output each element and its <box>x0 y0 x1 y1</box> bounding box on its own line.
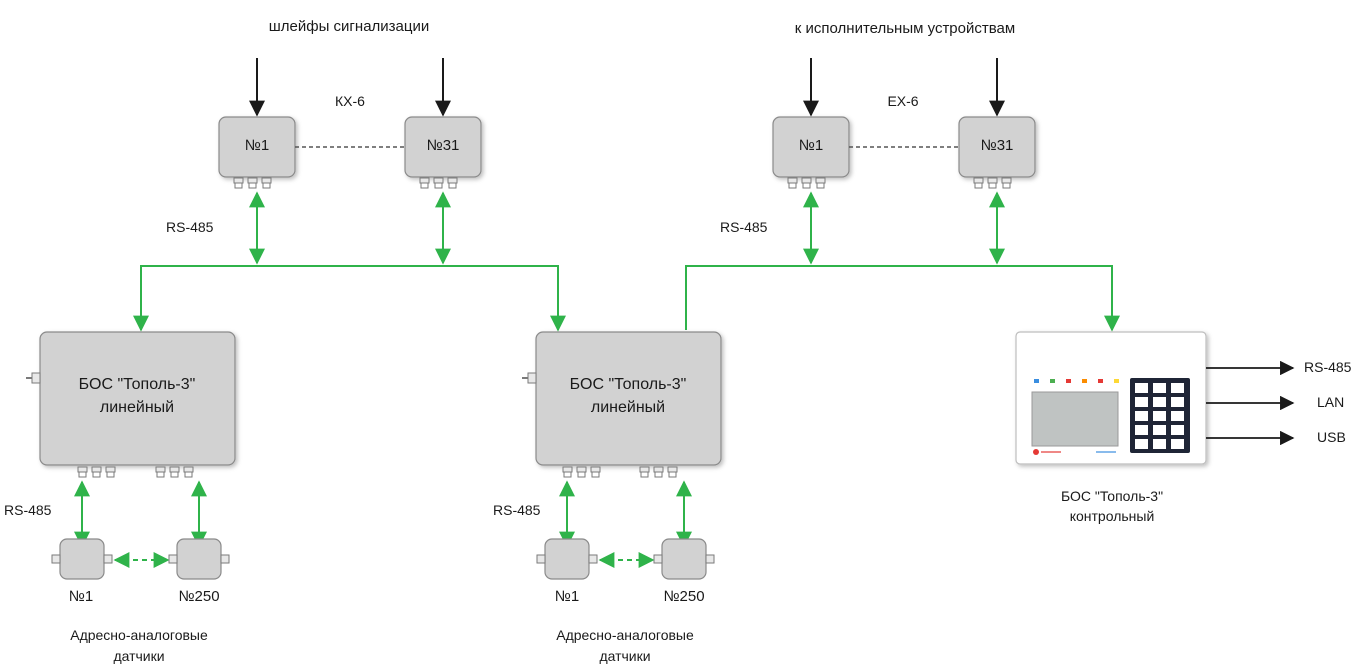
sensors-caption-left-1: Адресно-аналоговые <box>70 627 208 643</box>
indicator-leds <box>1034 379 1119 383</box>
rs485-bus-right <box>685 191 1120 332</box>
sensors-caption-middle-1: Адресно-аналоговые <box>556 627 694 643</box>
kx6-group <box>218 58 482 189</box>
ex6-module-31 <box>958 116 1036 178</box>
sensors-caption-left-2: датчики <box>113 648 165 664</box>
sensor-1 <box>536 538 598 580</box>
ex6-module-31-label: №31 <box>980 137 1014 154</box>
ex6-module-1-label: №1 <box>798 137 824 154</box>
kx6-module-31-label: №31 <box>426 137 460 154</box>
sensors-caption-middle-2: датчики <box>599 648 651 664</box>
rs485-label-top-right: RS-485 <box>720 219 768 235</box>
sensor-250-label: №250 <box>663 588 705 605</box>
bos-left-subtitle: линейный <box>99 399 175 416</box>
bos-control-caption-1: БОС "Тополь-3" <box>1060 488 1164 504</box>
bos-linear-middle <box>522 331 722 580</box>
kx6-module-31 <box>404 116 482 178</box>
keypad <box>1130 378 1190 453</box>
output-label-usb: USB <box>1317 429 1346 445</box>
bos-linear-left <box>26 331 236 580</box>
ex6-group <box>772 58 1036 189</box>
rs485-bus-left <box>133 191 566 332</box>
output-label-lan: LAN <box>1317 394 1345 410</box>
lcd-screen <box>1031 391 1119 447</box>
kx6-module-1-label: №1 <box>244 137 270 154</box>
bos-control-panel <box>1015 331 1295 465</box>
ex6-label: ЕХ-6 <box>887 93 919 109</box>
output-label-rs485: RS-485 <box>1304 359 1352 375</box>
rs485-label-left: RS-485 <box>4 502 52 518</box>
bos-left-title: БОС "Тополь-3" <box>78 376 196 393</box>
bos-middle-subtitle: линейный <box>590 399 666 416</box>
sensor-1 <box>51 538 113 580</box>
sensor-250 <box>168 538 230 580</box>
rs485-label-middle: RS-485 <box>493 502 541 518</box>
sensor-1-label: №1 <box>554 588 580 605</box>
sensor-250 <box>653 538 715 580</box>
sensor-1-label: №1 <box>68 588 94 605</box>
rs485-label-top-left: RS-485 <box>166 219 214 235</box>
bos-middle-title: БОС "Тополь-3" <box>569 376 687 393</box>
bos-control-caption-2: контрольный <box>1069 508 1155 524</box>
sensor-250-label: №250 <box>178 588 220 605</box>
kx6-label: КХ-6 <box>335 93 365 109</box>
loops-caption: шлейфы сигнализации <box>268 18 430 35</box>
logo-mark <box>1033 449 1039 455</box>
actuators-caption: к исполнительным устройствам <box>794 20 1016 37</box>
